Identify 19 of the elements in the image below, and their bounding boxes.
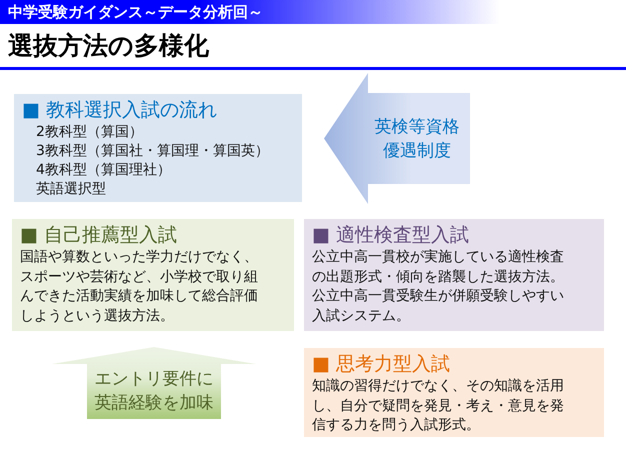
panel-body: 国語や算数といった学力だけでなく、スポーツや芸術など、小学校で取り組んできた活動実績を加味して総合評価しようという選抜方法。 xyxy=(20,248,259,326)
list-item: 英語選択型 xyxy=(35,180,107,199)
text-panel xyxy=(304,348,604,437)
header-text: 中学受験ガイダンス～データ分析回～ xyxy=(8,3,263,21)
callout-text: エントリ要件に英語経験を加味 xyxy=(94,368,214,415)
panel-heading: ■ 教科選択入試の流れ xyxy=(22,98,218,123)
panel-heading: ■ 適性検査型入試 xyxy=(312,223,470,248)
slide-title: 選抜方法の多様化 xyxy=(8,30,209,62)
text-panel xyxy=(12,219,294,331)
panel-body: 知識の習得だけでなく、その知識を活用し、自分で疑問を発見・考え・意見を発信する力を問う入試形式。 xyxy=(312,377,565,435)
text-panel xyxy=(304,219,604,331)
callout-text: 英検等資格優遇制度 xyxy=(374,116,460,162)
list-item: 3教科型（算国社・算国理・算国英） xyxy=(35,142,270,161)
list-item: 2教科型（算国） xyxy=(35,123,144,142)
text-panel xyxy=(14,94,302,202)
panel-heading: ■ 思考力型入試 xyxy=(312,352,451,377)
list-item: 4教科型（算国理社） xyxy=(35,161,172,180)
panel-body: 公立中高一貫校が実施している適性検査の出題形式・傾向を踏襲した選抜方法。公立中高一貫受験生が併願受験しやすい入試システム。 xyxy=(312,248,565,326)
panel-heading: ■ 自己推薦型入試 xyxy=(20,223,178,248)
